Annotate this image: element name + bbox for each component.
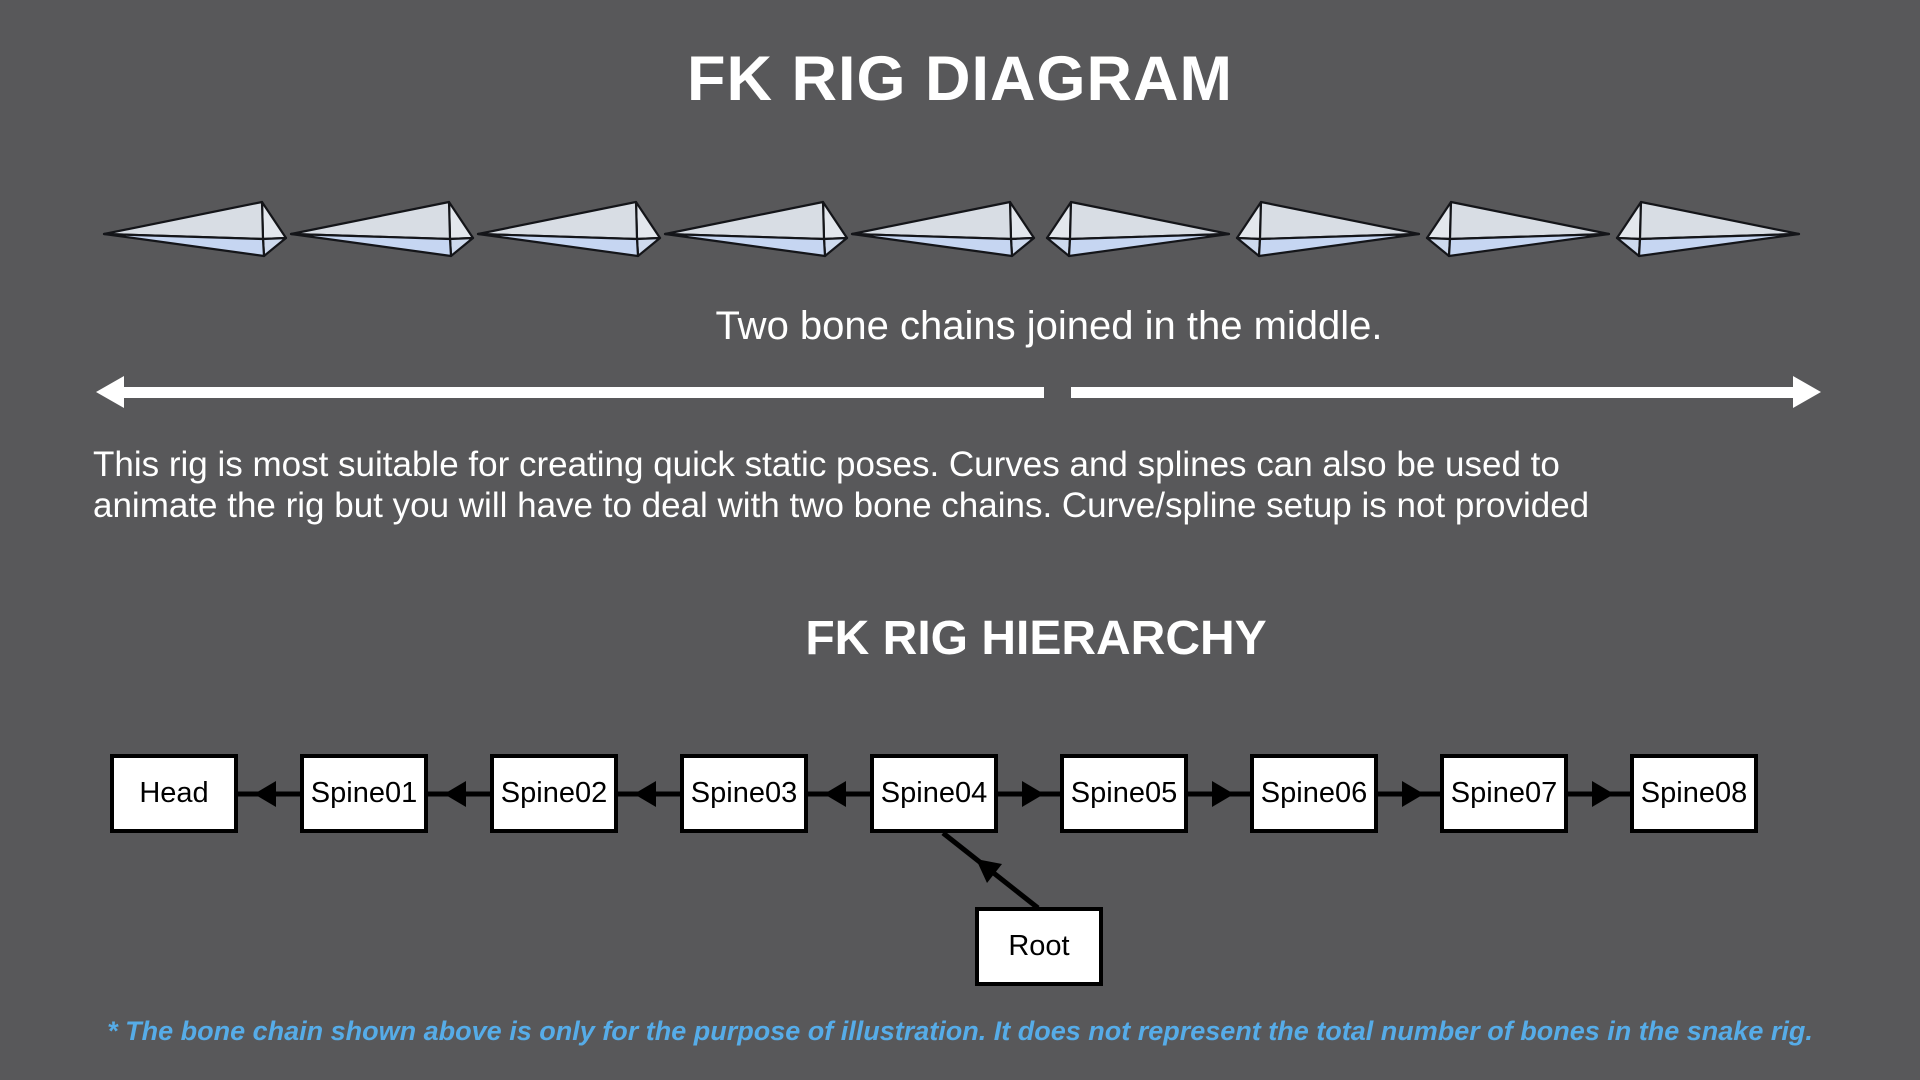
- hierarchy-node-spine05: Spine05: [1060, 754, 1188, 833]
- parent-arrow-right-icon: [1402, 781, 1424, 807]
- hierarchy-node-spine08: Spine08: [1630, 754, 1758, 833]
- right-span-arrow-icon: [1071, 376, 1821, 408]
- bone-shape: [663, 200, 849, 258]
- bone-chain-caption: Two bone chains joined in the middle.: [715, 304, 1383, 348]
- page-title: FK RIG DIAGRAM: [687, 44, 1233, 114]
- hierarchy-node-spine01: Spine01: [300, 754, 428, 833]
- hierarchy-node-head: Head: [110, 754, 238, 833]
- hierarchy-node-spine04: Spine04: [870, 754, 998, 833]
- bone-shape: [102, 200, 288, 258]
- hierarchy-node-spine02: Spine02: [490, 754, 618, 833]
- left-span-arrow-icon: [96, 376, 1044, 408]
- bone-chain-illustration: [102, 200, 1801, 258]
- bone-shape: [476, 200, 662, 258]
- description-line-1: This rig is most suitable for creating q…: [93, 445, 1560, 484]
- bone-shape: [1235, 200, 1421, 258]
- hierarchy-node-spine03: Spine03: [680, 754, 808, 833]
- footnote: * The bone chain shown above is only for…: [107, 1016, 1813, 1046]
- hierarchy-node-root: Root: [975, 907, 1103, 986]
- description-line-2: animate the rig but you will have to dea…: [93, 486, 1590, 525]
- span-arrows: [96, 376, 1821, 408]
- bone-shape: [850, 200, 1036, 258]
- bone-shape: [1045, 200, 1231, 258]
- bone-shape: [1425, 200, 1611, 258]
- hierarchy-node-spine07: Spine07: [1440, 754, 1568, 833]
- hierarchy-heading: FK RIG HIERARCHY: [805, 612, 1267, 665]
- bone-shape: [289, 200, 475, 258]
- parent-arrow-right-icon: [1592, 781, 1614, 807]
- root-parent-arrow-icon: [976, 859, 1002, 883]
- parent-arrow-left-icon: [444, 781, 466, 807]
- description: This rig is most suitable for creating q…: [93, 444, 1883, 526]
- parent-arrow-right-icon: [1212, 781, 1234, 807]
- parent-arrow-left-icon: [254, 781, 276, 807]
- parent-arrow-left-icon: [824, 781, 846, 807]
- hierarchy-node-spine06: Spine06: [1250, 754, 1378, 833]
- bone-shape: [1615, 200, 1801, 258]
- parent-arrow-right-icon: [1022, 781, 1044, 807]
- parent-arrow-left-icon: [634, 781, 656, 807]
